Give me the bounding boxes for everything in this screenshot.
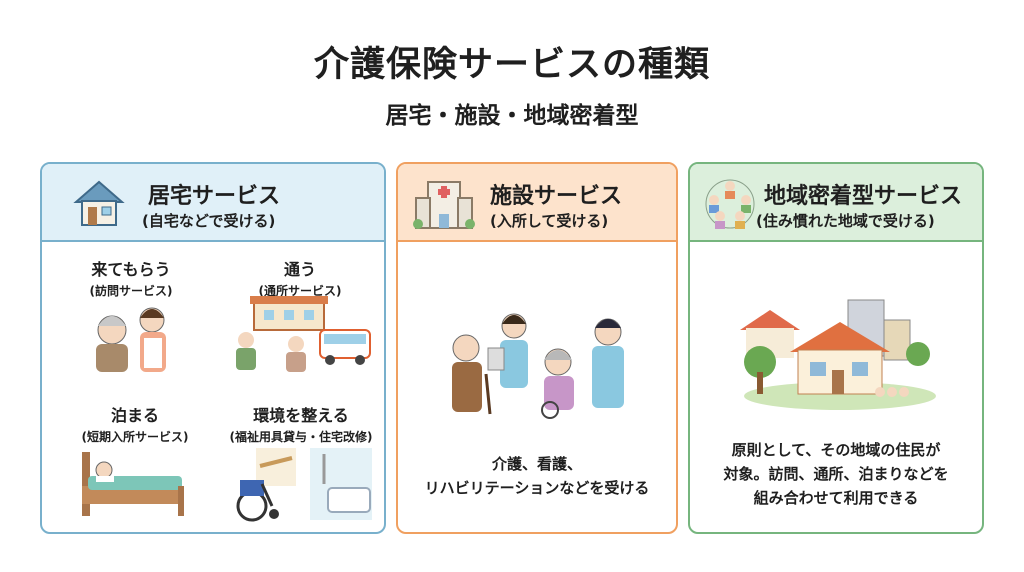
short-stay-label: 泊まる (短期入所サービス)	[81, 406, 189, 444]
day-service-illustration	[236, 296, 371, 372]
community-town-illustration	[740, 299, 936, 410]
facility-care-staff-illustration	[452, 313, 624, 419]
page-subtitle: 居宅・施設・地域密着型	[385, 103, 639, 129]
community-service-subtitle: (住み慣れた地域で受ける)	[756, 212, 935, 230]
community-service-card: 地域密着型サービス (住み慣れた地域で受ける) 原則として、その地域の住民が 対…	[688, 162, 984, 534]
facility-service-card: 施設サービス (入所して受ける) 介護、看護、 リハビリテーションなどを受ける	[396, 162, 678, 534]
home-visit-illustration	[96, 307, 166, 372]
facility-service-subtitle: (入所して受ける)	[490, 212, 609, 230]
community-people-icon	[705, 179, 755, 229]
visit-service-label: 来てもらう (訪問サービス)	[89, 260, 173, 298]
facility-service-header: 施設サービス (入所して受ける)	[398, 164, 676, 242]
home-environment-label: 環境を整える (福祉用具貸与・住宅改修)	[229, 406, 373, 444]
wheelchair-and-bathroom-illustration	[236, 448, 372, 522]
home-service-title: 居宅サービス	[148, 184, 281, 209]
home-service-card: 居宅サービス (自宅などで受ける) 来てもらう (訪問サービス) 通う (通所サ…	[40, 162, 386, 534]
house-icon	[73, 180, 125, 226]
community-service-description: 原則として、その地域の住民が 対象。訪問、通所、泊まりなどを 組み合わせて利用で…	[723, 441, 949, 507]
day-service-label: 通う (通所サービス)	[258, 260, 342, 298]
facility-service-description: 介護、看護、 リハビリテーションなどを受ける	[424, 455, 650, 497]
home-service-subtitle: (自宅などで受ける)	[142, 212, 276, 230]
page-title: 介護保険サービスの種類	[313, 45, 710, 85]
community-service-header: 地域密着型サービス (住み慣れた地域で受ける)	[690, 164, 982, 242]
home-service-header: 居宅サービス (自宅などで受ける)	[42, 164, 384, 242]
community-service-title: 地域密着型サービス	[764, 184, 963, 209]
facility-building-icon	[413, 181, 475, 229]
short-stay-bed-illustration	[82, 452, 184, 516]
facility-service-title: 施設サービス	[490, 184, 623, 209]
